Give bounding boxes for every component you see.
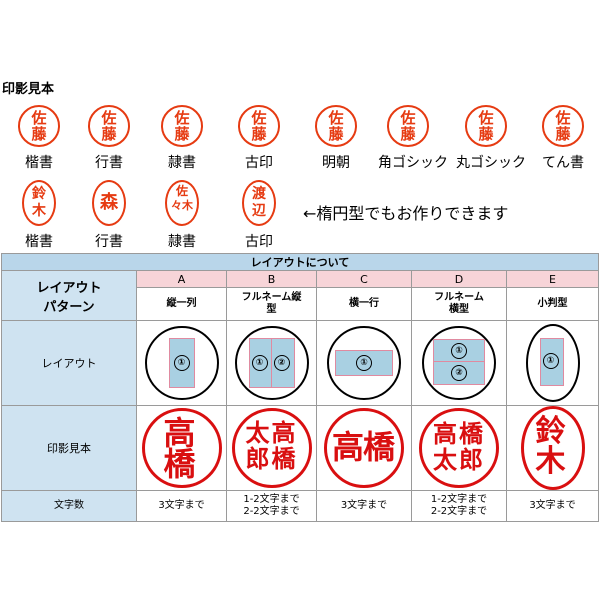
seal-impression: 佐藤 <box>315 105 357 147</box>
style-label: 隷書 <box>168 234 196 250</box>
seal-impression: 高 橋 <box>141 408 222 488</box>
style-label: 楷書 <box>25 155 53 171</box>
char-count: 3文字まで <box>505 490 600 522</box>
position-marker: ① <box>356 355 372 371</box>
seal-sample-b: 高 橋 太 郎 <box>226 405 317 491</box>
layout-diagram-c: ① <box>316 320 412 406</box>
column-letter: C <box>316 270 412 288</box>
position-marker: ① <box>173 355 190 371</box>
seal-impression: 高 橋 <box>324 408 404 488</box>
layout-diagram-d: ① ② <box>411 320 507 406</box>
style-label: 角ゴシック <box>378 155 448 171</box>
seal-sample-a: 高 橋 <box>136 405 227 491</box>
seal-sample: 鈴木 楷書 <box>9 180 69 251</box>
row-label-layout: レイアウト <box>1 320 137 406</box>
seal-sample: 佐藤 丸ゴシック <box>456 105 526 172</box>
row-label-count: 文字数 <box>1 490 137 522</box>
seal-impression: 佐藤 <box>387 105 429 147</box>
oval-seal-impression: 鈴木 <box>22 180 56 226</box>
style-label: 隷書 <box>168 155 196 171</box>
oval-seal-impression: 森 <box>92 180 126 226</box>
column-name: 横一行 <box>316 287 412 321</box>
seal-sample: 佐々木 隷書 <box>152 180 212 251</box>
oval-availability-note: ←楕円型でもお作りできます <box>303 204 509 223</box>
layout-diagram-b: ① ② <box>226 320 317 406</box>
seal-impression: 高 橋 太 郎 <box>419 408 499 488</box>
seal-sample: 佐藤 角ゴシック <box>378 105 448 172</box>
oval-seal-impression: 鈴 木 <box>520 406 585 490</box>
seal-impression: 佐藤 <box>465 105 507 147</box>
seal-impression: 佐藤 <box>542 105 584 147</box>
seal-sample: 佐藤 古印 <box>229 105 289 172</box>
char-count: 1-2文字まで 2-2文字まで <box>226 490 317 522</box>
seal-sample: 佐藤 楷書 <box>9 105 69 172</box>
column-name: フルネーム縦 型 <box>226 287 317 321</box>
seal-sample: 佐藤 てん書 <box>533 105 593 172</box>
column-letter: E <box>505 270 600 288</box>
seal-sample-e: 鈴 木 <box>505 405 600 491</box>
table-header: レイアウトについて <box>0 253 600 271</box>
style-label: 行書 <box>95 155 123 171</box>
text-area-box <box>168 338 195 388</box>
circle-outline: ① <box>144 326 219 400</box>
pattern-label: レイアウト パターン <box>1 270 137 321</box>
position-marker: ① <box>451 343 467 359</box>
seal-impression: 高 橋 太 郎 <box>231 408 312 488</box>
style-label: 楷書 <box>25 234 53 250</box>
seal-sample: 森 行書 <box>79 180 139 251</box>
circle-outline: ① <box>327 326 401 400</box>
column-letter: D <box>411 270 507 288</box>
seal-impression: 佐藤 <box>238 105 280 147</box>
layout-table: レイアウトについて レイアウト パターン A B C D E 縦一列 フルネーム… <box>0 253 600 522</box>
column-name: 縦一列 <box>136 287 227 321</box>
position-marker: ② <box>451 365 467 381</box>
seal-impression: 佐藤 <box>88 105 130 147</box>
seal-impression: 佐藤 <box>18 105 60 147</box>
circle-outline: ① ② <box>422 326 496 400</box>
seal-sample-c: 高 橋 <box>316 405 412 491</box>
char-count: 3文字まで <box>316 490 412 522</box>
column-name: フルネーム 横型 <box>411 287 507 321</box>
style-label: 丸ゴシック <box>456 155 526 171</box>
seal-sample: 佐藤 行書 <box>79 105 139 172</box>
column-letter: B <box>226 270 317 288</box>
position-marker: ① <box>251 355 268 371</box>
section-title: 印影見本 <box>2 82 55 97</box>
circle-outline: ① ② <box>234 326 309 400</box>
oval-seal-impression: 渡辺 <box>242 180 276 226</box>
position-marker: ② <box>273 355 290 371</box>
layout-diagram-e: ① <box>505 320 600 406</box>
char-count: 1-2文字まで 2-2文字まで <box>411 490 507 522</box>
style-label: 古印 <box>245 234 273 250</box>
seal-sample: 佐藤 隷書 <box>152 105 212 172</box>
seal-impression: 佐藤 <box>161 105 203 147</box>
style-label: てん書 <box>542 155 584 171</box>
style-label: 古印 <box>245 155 273 171</box>
oval-seal-impression: 佐々木 <box>165 180 199 226</box>
oval-outline: ① <box>525 324 580 402</box>
row-label-seal: 印影見本 <box>1 405 137 491</box>
column-letter: A <box>136 270 227 288</box>
column-name: 小判型 <box>505 287 600 321</box>
seal-sample: 渡辺 古印 <box>229 180 289 251</box>
style-label: 明朝 <box>322 155 350 171</box>
style-label: 行書 <box>95 234 123 250</box>
seal-sample-d: 高 橋 太 郎 <box>411 405 507 491</box>
layout-diagram-a: ① <box>136 320 227 406</box>
seal-sample: 佐藤 明朝 <box>306 105 366 172</box>
char-count: 3文字まで <box>136 490 227 522</box>
position-marker: ① <box>542 353 559 369</box>
